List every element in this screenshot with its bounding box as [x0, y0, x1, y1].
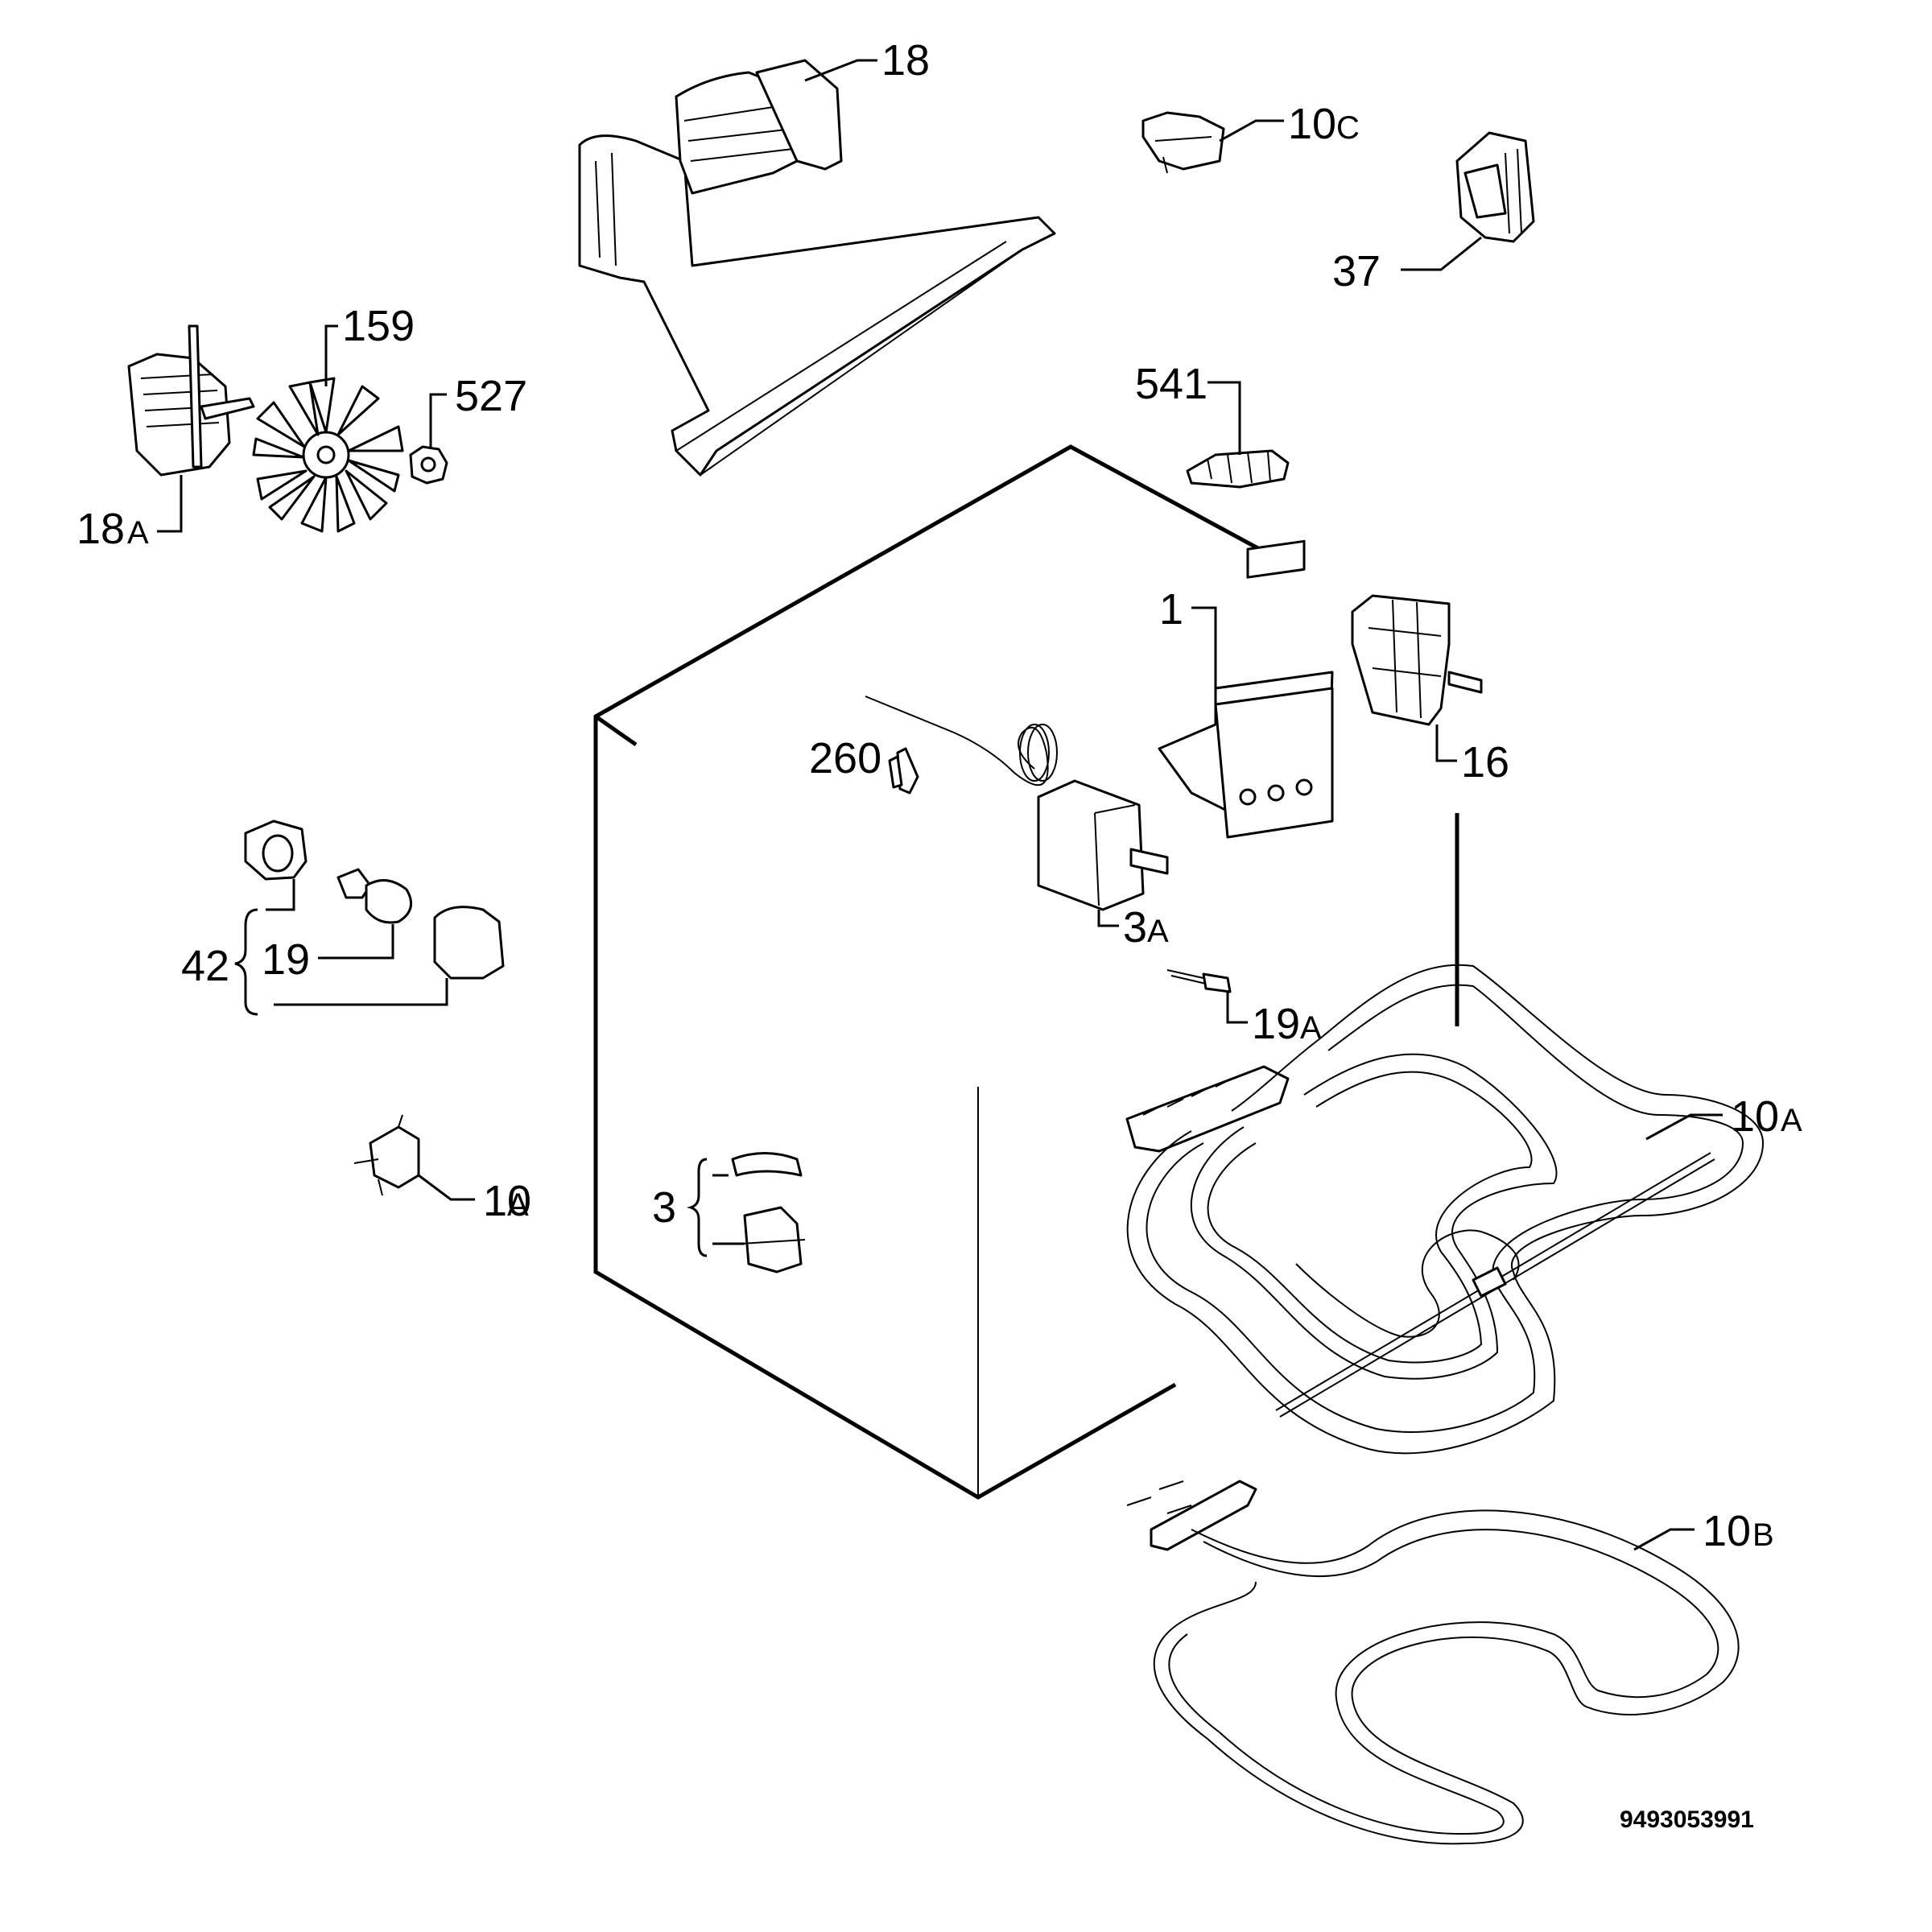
callout-10c: 10 C	[1219, 100, 1360, 148]
callout-3: 3	[652, 1158, 745, 1257]
callout-3-label: 3	[652, 1183, 676, 1232]
callout-10a: 10 A	[1645, 1092, 1802, 1141]
callout-18-label: 18	[881, 36, 930, 85]
callout-10b-sub: B	[1752, 1517, 1774, 1553]
callout-1: 1	[1159, 585, 1217, 688]
part-3-safety-thermostat	[731, 1152, 806, 1274]
callout-10c-label: 10	[1288, 100, 1336, 148]
part-16-selector-switch	[1351, 594, 1483, 726]
part-18a-fan-motor	[127, 324, 255, 477]
callout-19a: 19 A	[1226, 992, 1322, 1048]
callout-10a-label: 10	[1731, 1092, 1779, 1141]
callout-42-label: 42	[181, 942, 229, 990]
document-code: 9493053991	[1620, 1806, 1754, 1833]
callout-37-label: 37	[1332, 247, 1381, 295]
callout-16-label: 16	[1461, 738, 1509, 786]
callout-18a: 18 A	[76, 475, 183, 553]
callout-3b: 10 A	[418, 1174, 531, 1225]
callout-159-label: 159	[342, 302, 415, 350]
callout-18a-label: 18	[76, 505, 125, 553]
oven-cavity	[593, 444, 1459, 1500]
callout-37: 37	[1332, 236, 1482, 295]
part-10a-grill-element	[1125, 964, 1765, 1455]
callout-3a: 3 A	[1097, 903, 1169, 952]
part-10b-bottom-element	[1126, 1480, 1740, 1845]
callout-159: 159	[324, 302, 415, 386]
callout-260: 260	[809, 734, 881, 782]
part-3a-thermostat	[865, 696, 1169, 911]
callout-19a-label: 19	[1252, 1000, 1300, 1048]
part-19-lamp-bulb	[336, 868, 413, 924]
part-1-timer	[1158, 539, 1334, 839]
callout-18a-sub: A	[127, 515, 149, 551]
part-159-fan-blade	[252, 377, 404, 533]
callout-10c-sub: C	[1336, 110, 1360, 146]
callout-42-group: 42 19	[181, 879, 448, 1016]
callout-541-label: 541	[1135, 360, 1208, 408]
part-42-lamp-assembly	[244, 819, 505, 980]
part-260-clip	[888, 747, 919, 795]
part-10c-thermal-cutout	[1141, 111, 1225, 174]
callout-541: 541	[1135, 360, 1241, 455]
callout-10b: 10 B	[1633, 1507, 1774, 1555]
callout-18: 18	[804, 36, 930, 85]
callout-16: 16	[1435, 724, 1509, 786]
callout-19-label: 19	[262, 935, 310, 984]
callout-3b-label: 10	[483, 1177, 531, 1225]
part-19a-lamp	[1166, 969, 1232, 993]
callout-3b-sub: A	[507, 1187, 529, 1223]
callout-3a-label: 3	[1123, 903, 1147, 952]
callout-260-label: 260	[809, 734, 881, 782]
part-3b-thermal-fuse	[353, 1114, 420, 1196]
part-541-terminal-block	[1186, 449, 1290, 489]
part-18-fan-duct	[578, 59, 1056, 477]
callout-1-label: 1	[1159, 585, 1183, 634]
callout-527-label: 527	[455, 372, 527, 420]
callout-10a-sub: A	[1781, 1103, 1802, 1138]
part-37-door-switch	[1455, 131, 1535, 243]
callout-3a-sub: A	[1147, 914, 1169, 949]
part-527-nut	[409, 445, 448, 485]
callout-10b-label: 10	[1703, 1507, 1751, 1555]
callout-527: 527	[429, 372, 527, 447]
